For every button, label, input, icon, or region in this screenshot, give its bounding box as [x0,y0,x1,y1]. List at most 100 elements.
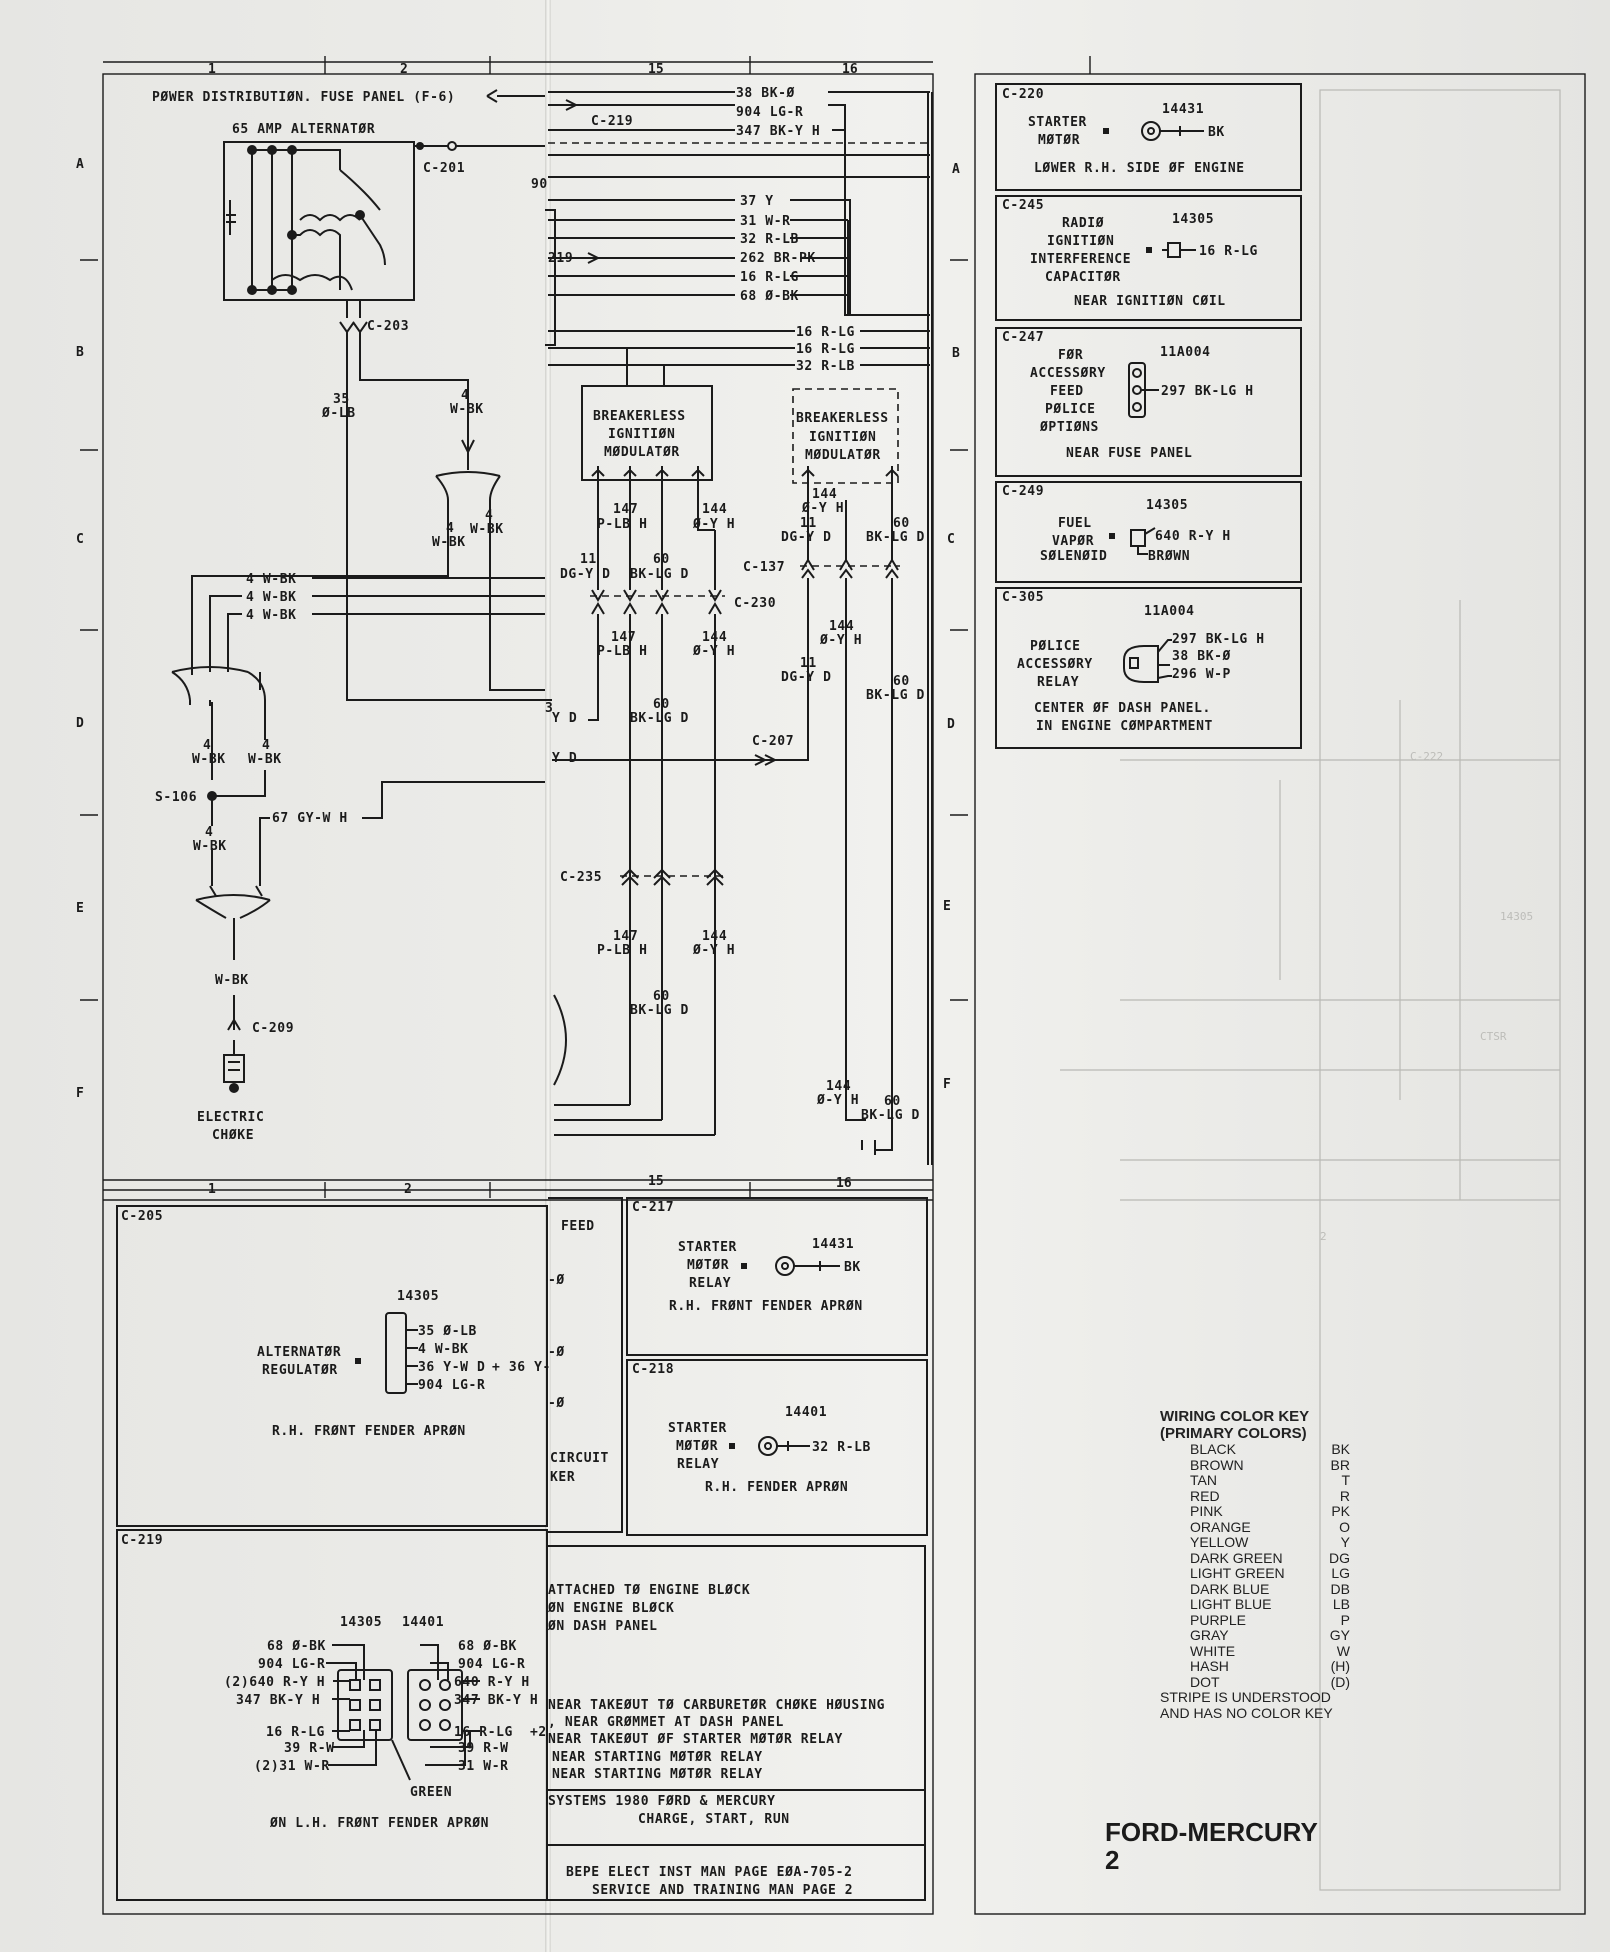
mod2-wire-144b: 144 [829,619,854,634]
yd-label-1: Y D [552,711,577,726]
svg-text:LØWER R.H. SIDE ØF ENGINE: LØWER R.H. SIDE ØF ENGINE [1034,161,1245,176]
svg-text:KER: KER [550,1470,575,1485]
row-a-label: A [76,157,84,172]
mod2-wire-60f: 60 [884,1094,901,1109]
wire-35-color: Ø-LB [321,406,356,421]
mod-wire-60c: 60 [653,697,670,712]
svg-text:C-205: C-205 [121,1209,163,1224]
svg-text:4 W-BK: 4 W-BK [418,1342,469,1357]
c137-label: C-137 [743,560,785,575]
row-b-right-label: B [952,346,960,361]
svg-text:C-222: C-222 [1410,750,1443,763]
svg-text:IGNITIØN: IGNITIØN [1047,234,1114,249]
svg-text:NEAR TAKEØUT TØ CARBURETØR CHØ: NEAR TAKEØUT TØ CARBURETØR CHØKE HØUSING [548,1698,885,1713]
svg-text:14431: 14431 [812,1237,854,1252]
wire-wbk-label: W-BK [215,973,249,988]
panel-c219: C-219 14305 14401 68 Ø-BK 904 LG-R (2)64… [116,1529,548,1901]
svg-text:14431: 14431 [1162,102,1204,117]
svg-text:297 BK-LG H: 297 BK-LG H [1172,632,1265,647]
svg-text:RELAY: RELAY [689,1276,731,1291]
mod-wire-147b-color: P-LB H [597,644,648,659]
row-e-label: E [76,901,84,916]
yd-label-2: Y D [552,751,577,766]
title-block: SYSTEMS 1980 FØRD & MERCURY CHARGE, STAR… [548,1789,926,1901]
modulator-2-wires [552,476,900,1155]
svg-text:CTSR: CTSR [1480,1030,1507,1043]
svg-text:, NEAR GRØMMET AT DASH PANEL: , NEAR GRØMMET AT DASH PANEL [548,1715,784,1730]
svg-text:39 R-W: 39 R-W [458,1741,509,1756]
svg-text:R.H. FRØNT FENDER APRØN: R.H. FRØNT FENDER APRØN [272,1424,466,1439]
svg-text:C-217: C-217 [632,1200,674,1215]
svg-text:14305: 14305 [397,1289,439,1304]
c209-label: C-209 [252,1021,294,1036]
c219-label: C-219 [591,114,633,129]
panel-c249: C-249 14305 FUEL VAPØR SØLENØID 640 R-Y … [995,481,1302,583]
svg-text:RELAY: RELAY [677,1457,719,1472]
bus-wire-68obk: 68 Ø-BK [740,289,799,304]
svg-text:32 R-LB: 32 R-LB [812,1440,871,1455]
wire-4b-label: 4 [446,521,454,536]
row-f-label: F [76,1086,84,1101]
ignition-modulator-2: BREAKERLESS IGNITIØN MØDULATØR [792,388,899,484]
svg-text:FUEL: FUEL [1058,516,1092,531]
svg-text:STARTER: STARTER [678,1240,737,1255]
svg-text:REGULATØR: REGULATØR [262,1363,338,1378]
bus-wire-16rlg: 16 R-LG [740,270,799,285]
column-16-label: 16 [842,62,858,77]
svg-text:+ 36 Y-: + 36 Y- [492,1360,551,1375]
mod-wire-144d-color: Ø-Y H [692,943,735,958]
svg-text:C-305: C-305 [1002,590,1044,605]
svg-text:BRØWN: BRØWN [1148,549,1190,564]
panel-c220: C-220 14431 STARTER MØTØR BK LØWER R.H. … [995,83,1302,191]
mod2-wire-11b-color: DG-Y D [781,670,832,685]
svg-text:(2)31 W-R: (2)31 W-R [254,1759,330,1774]
bus-wire-32rlb-2: 32 R-LB [796,359,855,374]
svg-text:STARTER: STARTER [1028,115,1087,130]
color-key-row: DOT(D) [1190,1673,1350,1690]
svg-text:904 LG-R: 904 LG-R [418,1378,485,1393]
svg-text:RADIØ: RADIØ [1062,216,1104,231]
wire-35-label: 35 [333,392,350,407]
row-d-right-label: D [947,717,955,732]
mod2-wire-60f-color: BK-LG D [861,1108,920,1123]
svg-text:CENTER ØF DASH PANEL.: CENTER ØF DASH PANEL. [1034,701,1211,716]
mod-wire-144d: 144 [702,929,727,944]
row-f-right-label: F [943,1077,951,1092]
row-c-label: C [76,532,84,547]
c203-label: C-203 [367,319,409,334]
mod-wire-147b: 147 [611,630,636,645]
wire-4f-color: W-BK [193,839,227,854]
svg-text:PØLICE: PØLICE [1030,639,1081,654]
mod-wire-144: 144 [702,502,727,517]
wire-4e-label: 4 [262,738,270,753]
mod-wire-60c-color: BK-LG D [630,711,689,726]
mod-wire-147d-color: P-LB H [597,943,648,958]
brand-name: FORD-MERCURY [1105,1817,1318,1847]
panel-c247: C-247 11A004 FØR ACCESSØRY FEED PØLICE Ø… [995,327,1302,477]
mod2-wire-60: 60 [893,516,910,531]
electric-choke-label-1: ELECTRIC [197,1110,264,1125]
svg-text:MØTØR: MØTØR [1038,133,1080,148]
svg-text:640 R-Y H: 640 R-Y H [1155,529,1231,544]
svg-text:ALTERNATØR: ALTERNATØR [257,1345,341,1360]
svg-text:(2)640 R-Y H: (2)640 R-Y H [224,1675,325,1690]
row-e-right-label: E [943,899,951,914]
bus-wire-16rlg-2: 16 R-LG [796,325,855,340]
svg-text:C-245: C-245 [1002,198,1044,213]
svg-text:FEED: FEED [1050,384,1084,399]
mod2-wire-11b: 11 [800,656,817,671]
svg-text:IGNITIØN: IGNITIØN [809,430,876,445]
svg-text:68 Ø-BK: 68 Ø-BK [267,1639,326,1654]
svg-text:31 W-R: 31 W-R [458,1759,509,1774]
svg-text:2: 2 [1320,1230,1327,1243]
svg-text:C-219: C-219 [121,1533,163,1548]
mod-wire-60-color: BK-LG D [630,567,689,582]
svg-text:NEAR IGNITIØN CØIL: NEAR IGNITIØN CØIL [1074,294,1226,309]
